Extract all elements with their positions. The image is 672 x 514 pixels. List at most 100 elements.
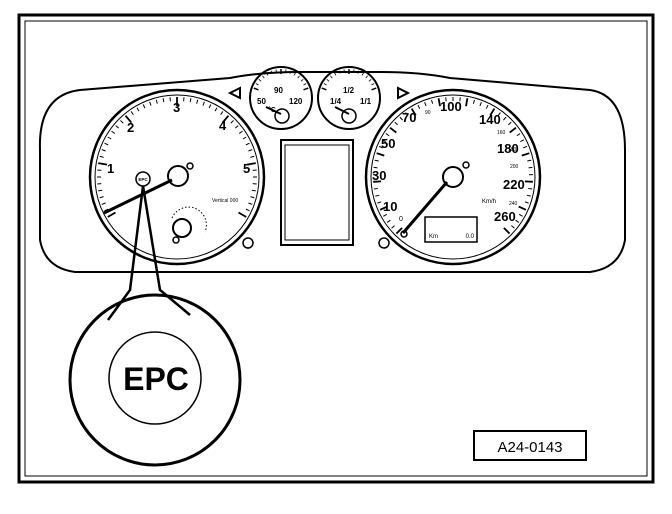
center-display bbox=[280, 139, 354, 246]
tick-mark bbox=[303, 83, 307, 86]
tick-mark bbox=[250, 196, 255, 199]
tick-mark bbox=[266, 72, 269, 76]
tach-label-3: 3 bbox=[173, 100, 180, 115]
tick-mark bbox=[130, 111, 134, 116]
tick-mark bbox=[98, 189, 103, 192]
tick-mark bbox=[101, 202, 106, 205]
tick-mark bbox=[391, 225, 395, 229]
tick-mark bbox=[297, 75, 300, 79]
tick-mark bbox=[255, 83, 259, 86]
speed-label-260: 260 bbox=[494, 209, 516, 224]
speed-unit: Km/h bbox=[482, 199, 496, 205]
tick-mark bbox=[303, 87, 309, 91]
tick-mark bbox=[98, 162, 108, 166]
speedometer-inner-rim bbox=[370, 94, 536, 260]
sub-dial-knob bbox=[172, 236, 180, 244]
tick-mark bbox=[507, 121, 512, 126]
tick-mark bbox=[373, 187, 378, 190]
speedometer-rim bbox=[364, 88, 542, 266]
tick-mark bbox=[250, 155, 255, 158]
sub-dial-hub bbox=[172, 218, 192, 238]
tick-mark bbox=[378, 145, 383, 149]
tick-mark bbox=[136, 107, 140, 112]
tick-mark bbox=[321, 87, 327, 91]
tick-mark bbox=[524, 201, 529, 204]
temp-gauge-rim bbox=[249, 66, 313, 130]
speed-label-70: 70 bbox=[402, 110, 416, 125]
tick-mark bbox=[275, 69, 277, 73]
tick-mark bbox=[518, 213, 523, 217]
indicator-lamp-left bbox=[242, 237, 254, 249]
center-display-inner bbox=[284, 144, 350, 241]
tach-label-2: 2 bbox=[127, 120, 134, 135]
speedometer: 10 30 50 70 100 140 180 220 260 90 160 1… bbox=[364, 88, 542, 266]
tick-mark bbox=[101, 149, 106, 152]
tachometer-needle bbox=[103, 178, 173, 215]
tach-label-1: 1 bbox=[107, 161, 114, 176]
tick-mark bbox=[520, 139, 525, 143]
tick-mark bbox=[424, 102, 427, 107]
tick-mark bbox=[245, 208, 250, 212]
tick-mark bbox=[511, 225, 515, 229]
tick-mark bbox=[385, 133, 390, 137]
tachometer: 1 2 3 4 5 Vertical 000 EPC bbox=[88, 88, 266, 266]
epc-large-label: EPC bbox=[123, 361, 189, 397]
fuel-gauge-ticks bbox=[321, 69, 377, 91]
tick-mark bbox=[334, 72, 337, 76]
tick-mark bbox=[238, 130, 243, 134]
trip-reset-knob bbox=[400, 230, 408, 238]
tick-mark bbox=[395, 227, 403, 235]
sub-dial-ticks bbox=[171, 206, 207, 233]
speedometer-hub bbox=[442, 166, 464, 188]
tick-mark bbox=[371, 83, 375, 86]
tick-mark bbox=[528, 187, 533, 190]
tick-mark bbox=[253, 87, 259, 91]
callout-leader-right bbox=[141, 185, 191, 316]
tick-mark bbox=[374, 159, 379, 162]
tick-mark bbox=[221, 115, 230, 124]
speedometer-ticks bbox=[373, 97, 533, 235]
tick-mark bbox=[527, 159, 532, 162]
tick-mark bbox=[230, 120, 234, 124]
speed-minor-200: 200 bbox=[510, 164, 519, 170]
odometer-unit: Km bbox=[429, 234, 438, 240]
callout-magnifier bbox=[68, 293, 242, 467]
tick-mark bbox=[196, 99, 199, 104]
tick-mark bbox=[104, 208, 109, 212]
tick-mark bbox=[386, 219, 391, 223]
epc-small-label: EPC bbox=[138, 177, 148, 182]
tick-mark bbox=[326, 79, 330, 82]
tick-mark bbox=[330, 75, 333, 79]
tick-mark bbox=[155, 99, 158, 104]
tick-mark bbox=[343, 69, 345, 73]
tick-mark bbox=[111, 130, 116, 134]
tick-mark bbox=[220, 111, 224, 116]
tick-mark bbox=[107, 136, 112, 140]
speed-zero-label: 0 bbox=[399, 216, 403, 223]
fuel-label-half: 1/2 bbox=[343, 86, 355, 95]
tick-mark bbox=[189, 98, 192, 103]
speedometer-needle bbox=[401, 181, 449, 234]
tick-mark bbox=[285, 69, 287, 73]
tick-mark bbox=[515, 219, 520, 223]
tick-mark bbox=[238, 211, 247, 218]
tick-mark bbox=[472, 99, 475, 104]
temp-gauge-ticks bbox=[253, 69, 309, 91]
tick-mark bbox=[99, 196, 104, 199]
odometer-value: 0.0 bbox=[466, 234, 475, 240]
tick-mark bbox=[497, 112, 501, 117]
speed-label-180: 180 bbox=[497, 141, 519, 156]
tick-mark bbox=[104, 142, 109, 146]
tick-mark bbox=[248, 202, 253, 205]
odometer-display bbox=[424, 216, 478, 243]
fuel-label-full: 1/1 bbox=[360, 97, 372, 106]
speed-label-100: 100 bbox=[440, 99, 462, 114]
left-turn-arrow-icon bbox=[227, 86, 241, 100]
speed-label-140: 140 bbox=[479, 112, 501, 127]
tick-mark bbox=[248, 149, 253, 152]
speed-minor-240: 240 bbox=[509, 201, 518, 207]
tick-mark bbox=[371, 87, 377, 91]
fuel-gauge-hub bbox=[341, 108, 357, 124]
tick-mark bbox=[389, 126, 397, 134]
tach-label-4: 4 bbox=[219, 118, 227, 133]
